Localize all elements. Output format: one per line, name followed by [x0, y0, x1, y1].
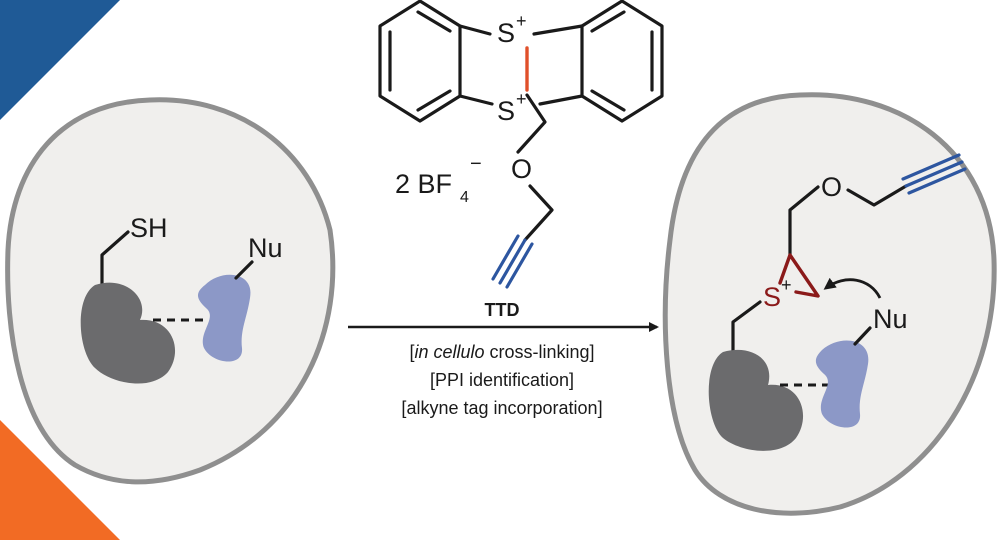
right-nucleophile-label: Nu — [873, 304, 908, 334]
corner-triangle-blue — [0, 0, 120, 120]
ttd-left-benzene-inner-bond — [416, 89, 452, 112]
condition-line-1: [in cellulo cross-linking] — [409, 342, 594, 362]
left-blue-protein — [198, 274, 251, 362]
ttd-side-chain-lower — [523, 184, 554, 242]
ttd-oxygen-label: O — [511, 154, 532, 184]
right-side-chain — [788, 185, 820, 257]
ttd-sulfur-top-charge: + — [516, 11, 527, 31]
counterion-label: 2 BF — [395, 169, 452, 199]
counterion-charge: − — [470, 153, 482, 175]
left-thiol-linker — [100, 230, 130, 290]
right-cysteine-linker — [731, 300, 762, 357]
ttd-sulfur-bottom: S — [497, 96, 515, 126]
ttd-left-benzene — [378, 0, 462, 123]
ttd-sulfur-bottom-charge: + — [516, 89, 527, 109]
ttd-alkyne-bond-3 — [491, 234, 520, 281]
ttd-bond-right-bottom-s — [538, 94, 584, 106]
left-cell-membrane — [5, 97, 336, 485]
ttd-alkyne-bond-2 — [505, 242, 534, 289]
ttd-side-chain — [516, 93, 547, 154]
ttd-right-benzene-inner-bond — [590, 89, 626, 112]
ttd-bond-left-top-s — [458, 24, 492, 36]
ttd-left-benzene-inner-bond — [416, 10, 452, 33]
left-thiol-label: SH — [130, 213, 168, 243]
left-cell: SH Nu — [5, 97, 336, 485]
episulfonium-ring — [778, 253, 820, 298]
ttd-alkyne-bond-1 — [498, 238, 527, 285]
right-cell: O S + Nu — [662, 92, 997, 516]
right-cell-membrane — [662, 92, 997, 516]
condition-line-3: [alkyne tag incorporation] — [401, 398, 602, 418]
ttd-right-benzene-inner-bond — [590, 10, 626, 33]
left-nu-bond — [234, 260, 254, 280]
ttd-right-benzene — [580, 0, 664, 123]
reagent-name: TTD — [485, 300, 520, 320]
right-side-chain-ether — [846, 184, 908, 207]
right-blue-protein — [815, 340, 869, 428]
right-sulfonium-label: S — [763, 282, 781, 312]
right-alkyne-bond-2 — [901, 153, 961, 181]
right-oxygen-label: O — [821, 172, 842, 202]
ttd-bond-left-bottom-s — [458, 94, 494, 106]
left-dark-protein — [80, 282, 176, 384]
nucleophilic-attack-arrow — [823, 277, 882, 299]
counterion-subscript: 4 — [460, 189, 469, 206]
ttd-bond-right-top-s — [532, 24, 584, 36]
ttd-structure: S + S + O 2 BF 4 − — [378, 0, 664, 289]
left-nucleophile-label: Nu — [248, 233, 283, 263]
right-sulfonium-charge: + — [781, 275, 792, 295]
corner-triangle-orange — [0, 420, 120, 540]
condition-line-2: [PPI identification] — [430, 370, 574, 390]
ttd-sulfur-top: S — [497, 18, 515, 48]
right-alkyne-bond-1 — [904, 160, 964, 188]
right-alkyne-bond-3 — [907, 167, 967, 195]
right-nu-bond — [853, 326, 872, 346]
right-dark-protein — [708, 349, 804, 451]
